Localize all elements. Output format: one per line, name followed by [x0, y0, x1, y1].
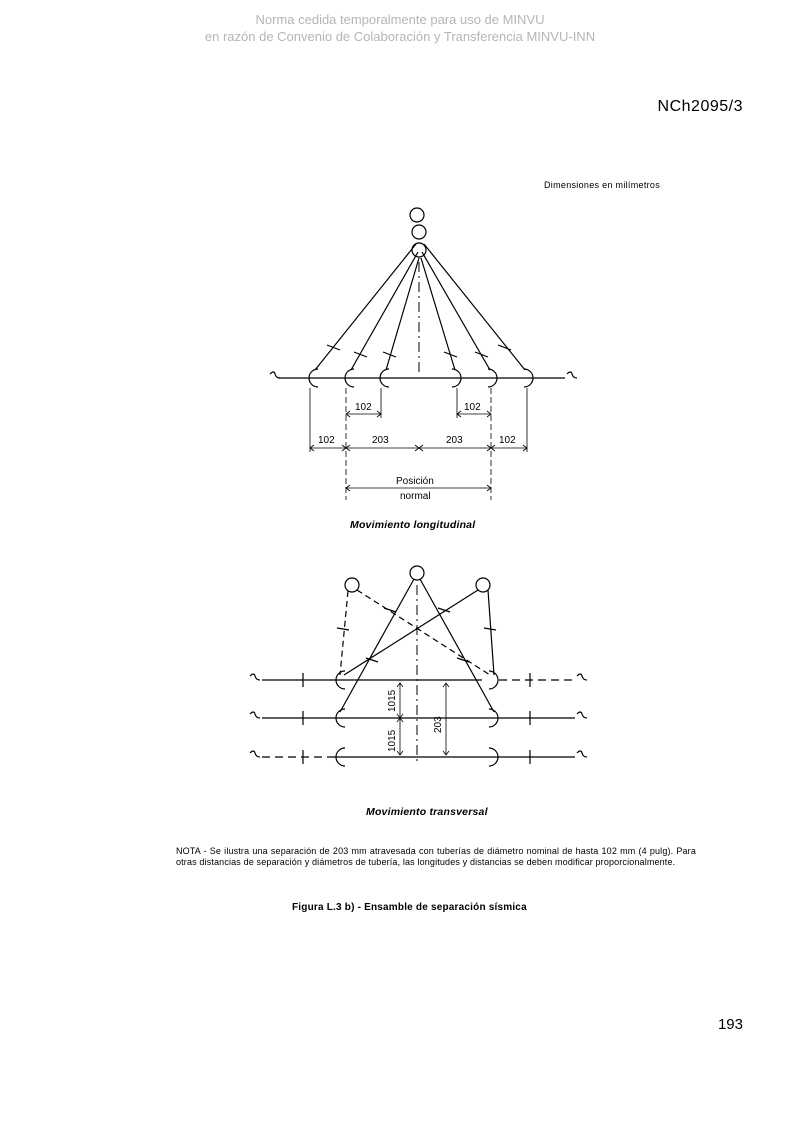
watermark-line-1: Norma cedida temporalmente para uso de M…	[255, 12, 545, 27]
page-number: 193	[717, 1016, 743, 1033]
caption-transversal: Movimiento transversal	[366, 806, 488, 818]
position-label-line-1: Posición	[396, 476, 434, 487]
dim-label-5: 203	[446, 435, 463, 446]
watermark-line-2: en razón de Convenio de Colaboración y T…	[204, 29, 596, 44]
trans-dim-label-1: 1015	[387, 689, 398, 712]
position-label-line-2: normal	[400, 491, 431, 502]
transversal-diagram	[249, 565, 588, 767]
dim-label-1: 102	[355, 402, 372, 413]
dim-label-4: 203	[372, 435, 389, 446]
figure-note: NOTA - Se ilustra una separación de 203 …	[176, 846, 696, 867]
dim-label-3: 102	[318, 435, 335, 446]
dim-label-2: 102	[464, 402, 481, 413]
dimensions-note: Dimensiones en milímetros	[544, 180, 661, 190]
watermark: Norma cedida temporalmente para uso de M…	[0, 11, 800, 45]
caption-longitudinal: Movimiento longitudinal	[350, 519, 476, 531]
standard-code: NCh2095/3	[657, 98, 743, 115]
longitudinal-diagram	[269, 207, 578, 500]
figure-title: Figura L.3 b) - Ensamble de separación s…	[292, 902, 527, 913]
trans-dim-label-3: 203	[433, 716, 444, 733]
trans-dim-label-2: 1015	[387, 729, 398, 752]
dim-label-6: 102	[499, 435, 516, 446]
